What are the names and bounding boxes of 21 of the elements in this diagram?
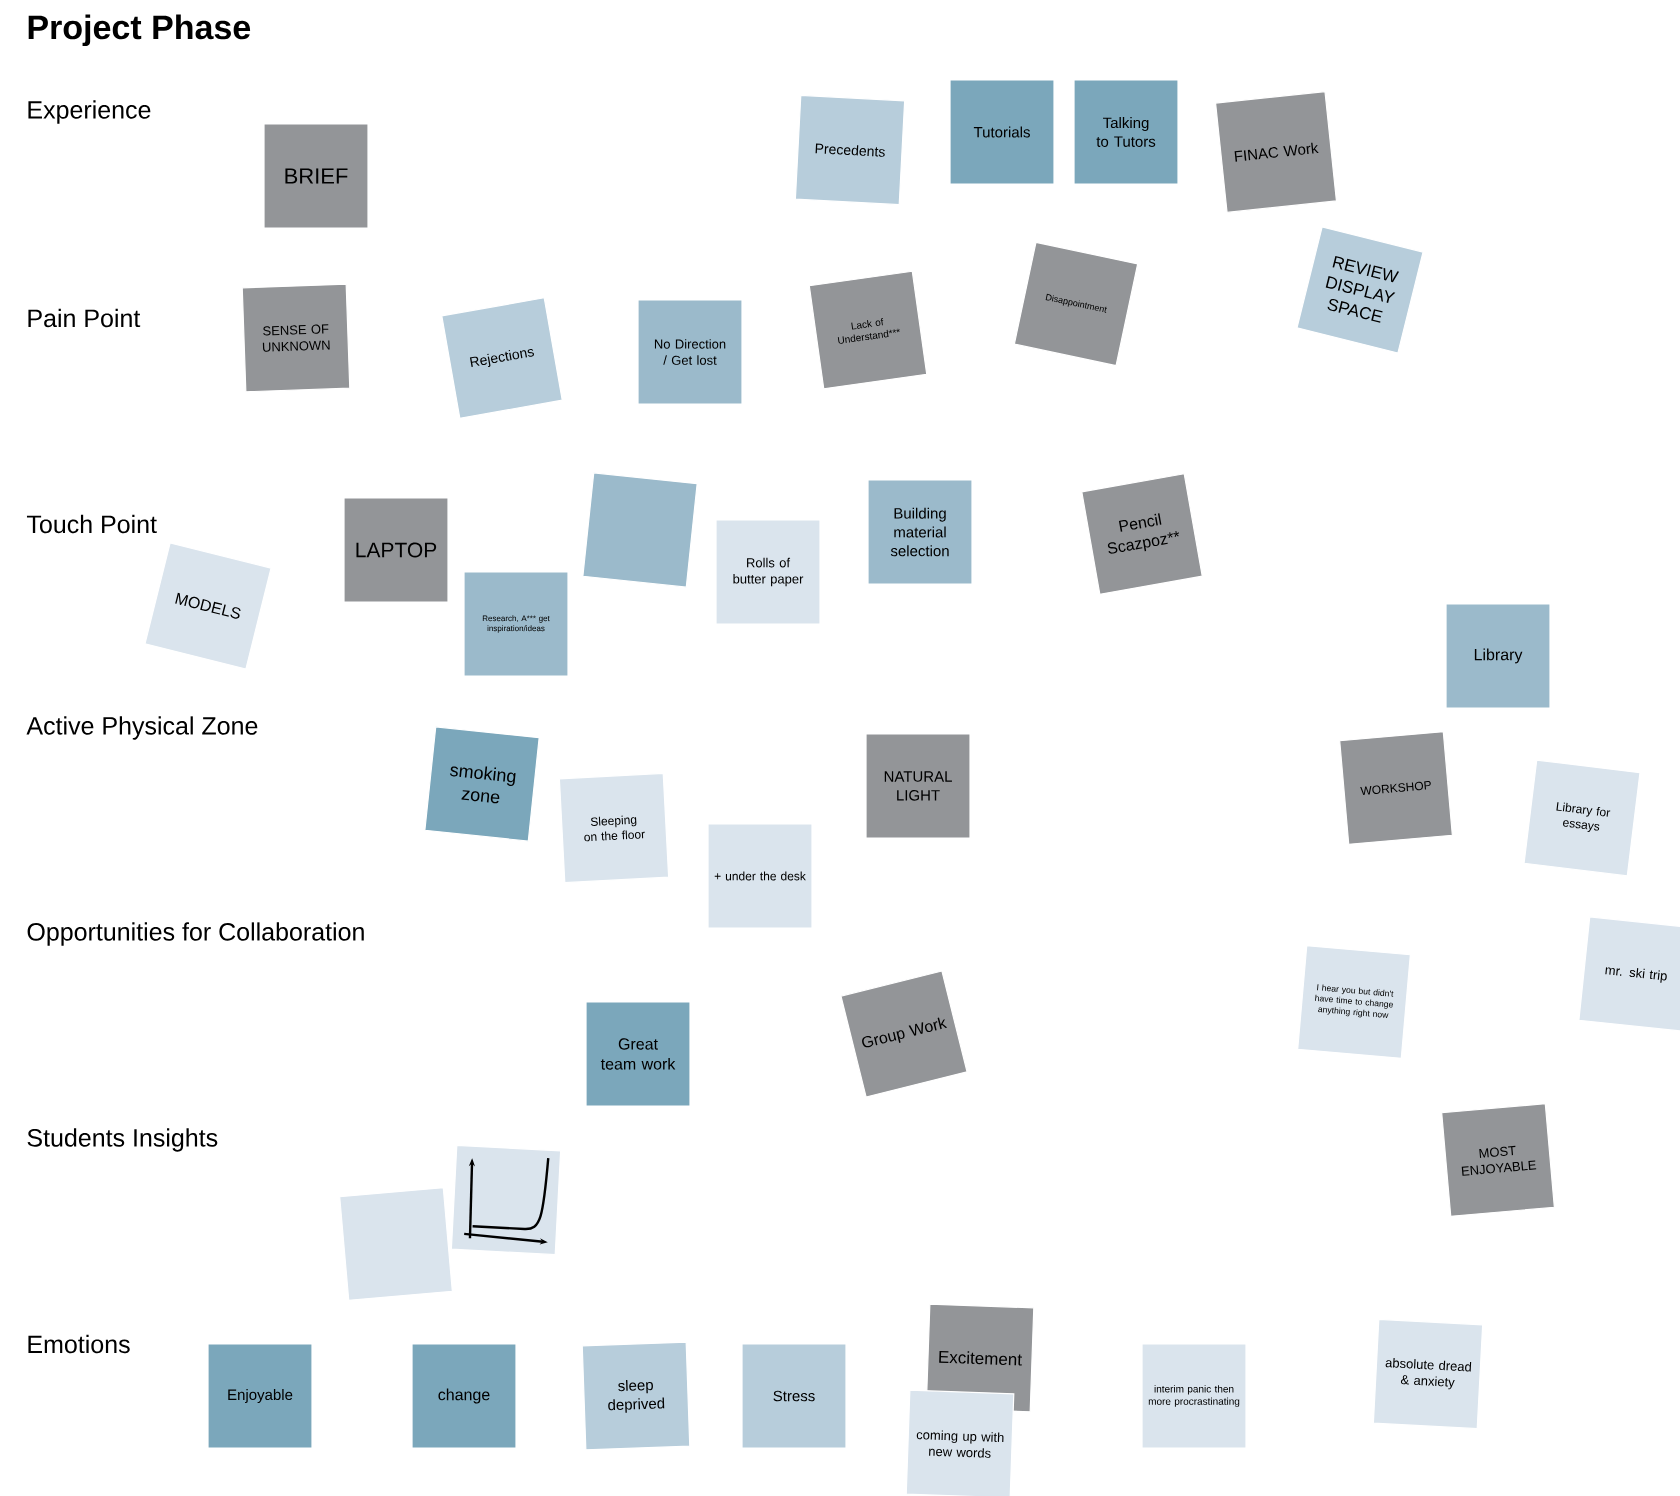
row-heading: Opportunities for Collaboration xyxy=(27,922,364,946)
row-heading: Emotions xyxy=(28,1334,130,1354)
sticky-note: smoking zone xyxy=(424,726,540,842)
row-heading: Touch Point xyxy=(26,514,157,534)
blank-sticky-note xyxy=(339,1187,453,1301)
row-heading: Active Physical Zone xyxy=(26,716,258,740)
sticky-note: LAPTOP xyxy=(343,497,449,603)
row-heading: Students Insights xyxy=(27,1128,218,1152)
title: Project Phase xyxy=(28,14,251,47)
row-heading: Experience xyxy=(28,100,151,124)
sticky-note: Pencil Scazpoz** xyxy=(1081,473,1203,595)
row-heading: Pain Point xyxy=(28,308,141,328)
sticky-note: REVIEW DISPLAY SPACE xyxy=(1296,226,1424,354)
blank-sticky-note xyxy=(582,472,698,588)
sticky-note: Library xyxy=(1445,603,1551,709)
sticky-note: Great team work xyxy=(585,1001,691,1107)
sticky-note: BRIEF xyxy=(263,123,369,229)
sketch-sticky-note xyxy=(450,1144,562,1256)
sticky-note: Group Work xyxy=(840,970,968,1098)
sticky-note: MODELS xyxy=(144,542,272,670)
sticky-note: change xyxy=(411,1343,517,1449)
